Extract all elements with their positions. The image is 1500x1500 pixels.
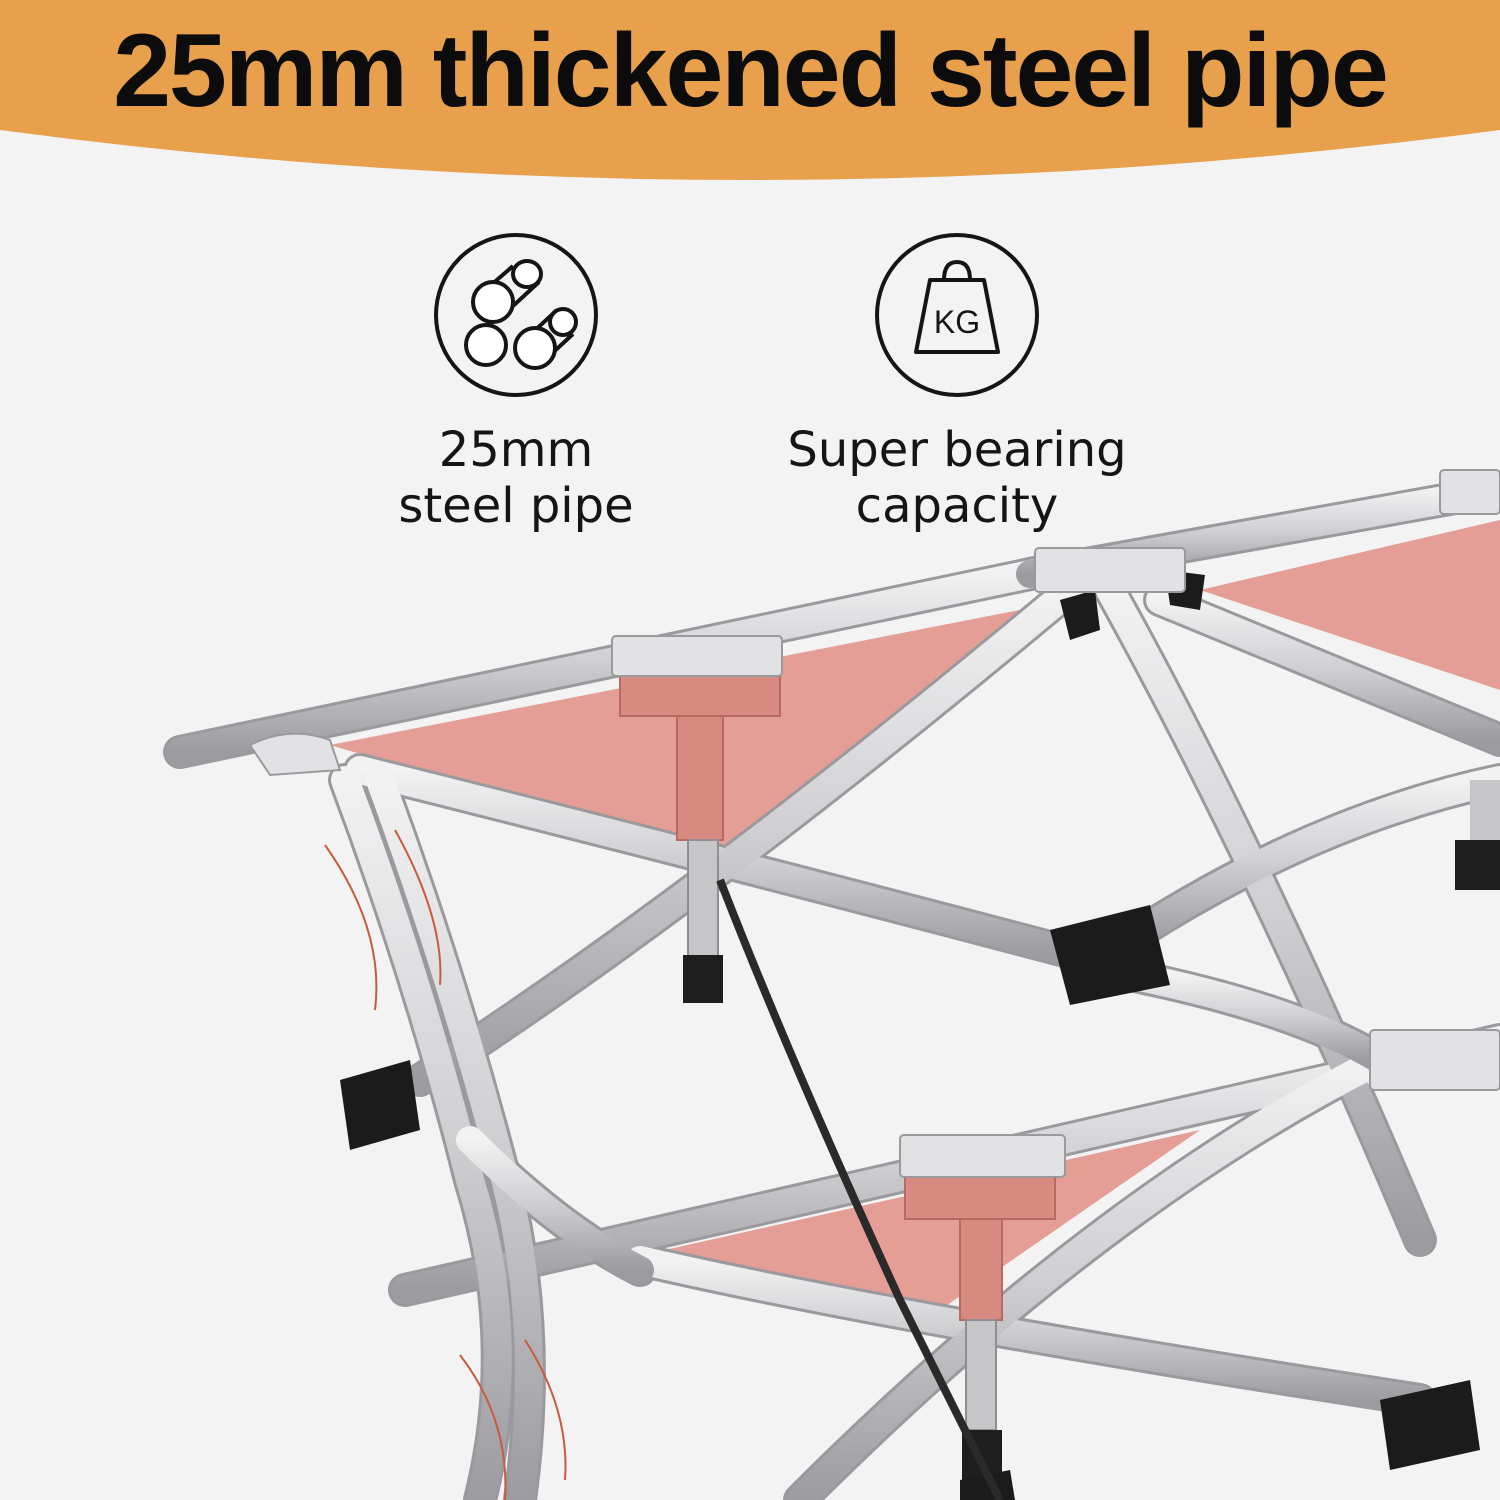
headline: 25mm thickened steel pipe xyxy=(113,13,1389,129)
steel-pipes-icon xyxy=(434,233,598,397)
weight-kg-icon: KG xyxy=(875,233,1039,397)
feature-bearing-capacity: KG Super bearing capacity xyxy=(747,230,1167,534)
feature-load-line2: capacity xyxy=(855,478,1059,534)
feature-pipe-line2: steel pipe xyxy=(398,478,634,534)
top-banner xyxy=(0,0,1500,180)
strap xyxy=(716,878,1004,1500)
kg-label: KG xyxy=(934,304,980,340)
feature-load-line1: Super bearing xyxy=(787,422,1127,478)
support-posts xyxy=(619,659,1500,1480)
frame-pipes xyxy=(163,473,1500,1500)
black-fittings xyxy=(340,570,1480,1500)
feature-steel-pipe: 25mm steel pipe xyxy=(306,230,726,534)
rail-brackets xyxy=(248,469,1500,1178)
flex-lines xyxy=(324,829,567,1500)
feature-pipe-line1: 25mm xyxy=(438,422,594,478)
